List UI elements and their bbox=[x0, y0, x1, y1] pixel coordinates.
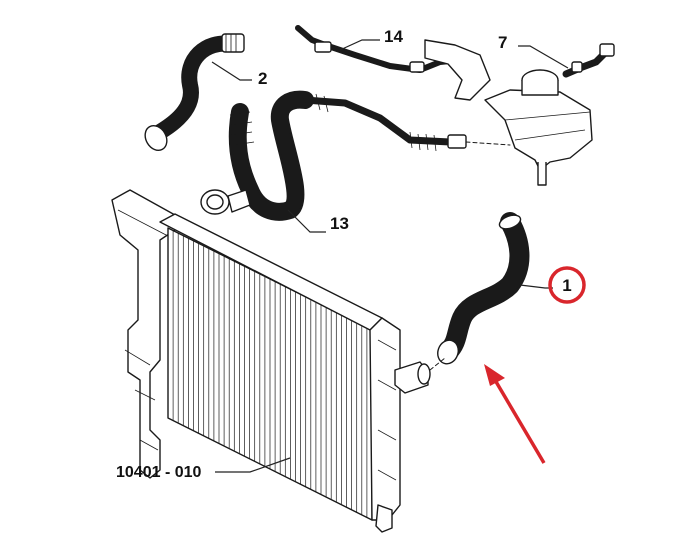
label-radiator: 10401 - 010 bbox=[116, 464, 202, 481]
label-13: 13 bbox=[330, 214, 349, 233]
callout-7: 7 bbox=[498, 33, 569, 69]
hose-13 bbox=[200, 90, 467, 221]
label-14: 14 bbox=[384, 27, 403, 46]
hose-1 bbox=[429, 212, 530, 371]
hose-7 bbox=[562, 43, 615, 78]
callout-radiator: 10401 - 010 bbox=[116, 457, 291, 481]
callout-13: 13 bbox=[287, 209, 349, 233]
radiator bbox=[111, 189, 431, 533]
radiator-fins bbox=[172, 230, 368, 518]
expansion-tank bbox=[465, 69, 593, 186]
highlight-circle bbox=[548, 266, 586, 304]
hose-14 bbox=[295, 25, 491, 101]
red-arrow bbox=[484, 364, 546, 464]
callout-14: 14 bbox=[339, 27, 403, 51]
callout-1: 1 bbox=[519, 266, 586, 304]
hose-2 bbox=[144, 33, 245, 152]
label-2: 2 bbox=[258, 69, 267, 88]
callout-2: 2 bbox=[211, 61, 267, 88]
label-1: 1 bbox=[562, 276, 571, 295]
label-7: 7 bbox=[498, 33, 507, 52]
